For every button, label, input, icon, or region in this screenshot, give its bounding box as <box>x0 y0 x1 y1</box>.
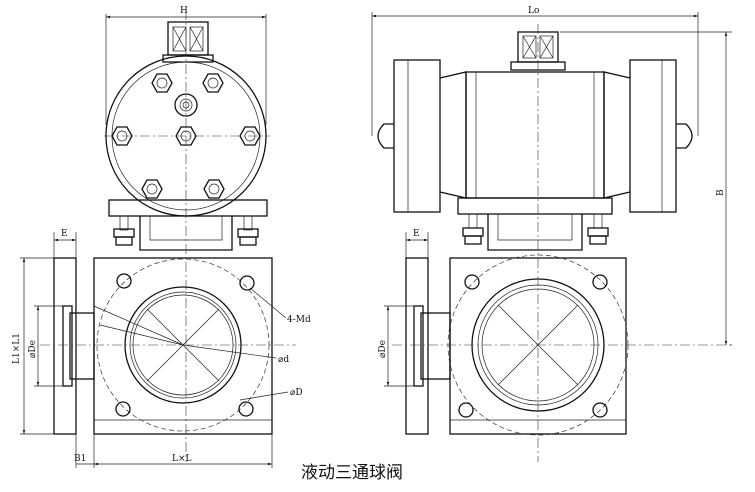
right-bracket <box>457 197 613 251</box>
dim-lo-label: Lo <box>528 6 539 16</box>
drawing-caption: 液动三通球阀 <box>301 463 403 483</box>
dim-e-right: E <box>405 229 429 258</box>
right-side-flange <box>405 257 451 435</box>
dim-e-left: E <box>53 229 77 258</box>
dim-de-left-label: ⌀De <box>28 340 38 358</box>
left-view: H E L1×L1 ⌀De 4-Md ⌀d ⌀D <box>12 6 311 468</box>
dim-e-right-label: E <box>413 229 420 239</box>
left-valve-body <box>93 257 289 435</box>
right-view: Lo B E ⌀De <box>371 6 732 462</box>
dim-e-left-label: E <box>61 229 68 239</box>
dim-lo: Lo <box>371 6 699 136</box>
dim-l1-label: L1×L1 <box>12 333 22 364</box>
dim-big-d-label: ⌀D <box>290 388 303 398</box>
dim-md-label: 4-Md <box>287 315 311 325</box>
left-bracket <box>108 199 268 251</box>
dim-de-right: ⌀De <box>378 305 414 387</box>
dim-d-label: ⌀d <box>278 355 289 365</box>
dim-lxl-label: L×L <box>172 454 192 464</box>
dim-b: B <box>560 31 732 346</box>
left-stem-square <box>162 21 214 63</box>
dim-b1-label: B1 <box>74 454 86 464</box>
left-side-flange <box>53 257 95 435</box>
dim-h: H <box>105 6 267 125</box>
dim-h-label: H <box>180 6 188 16</box>
dim-de-right-label: ⌀De <box>378 340 388 358</box>
dim-bottom: B1 L×L <box>74 434 273 468</box>
right-actuator <box>377 59 693 213</box>
dim-l1: L1×L1 <box>12 257 54 435</box>
dim-b-label: B <box>716 189 726 196</box>
dim-de-left: ⌀De <box>28 305 63 387</box>
